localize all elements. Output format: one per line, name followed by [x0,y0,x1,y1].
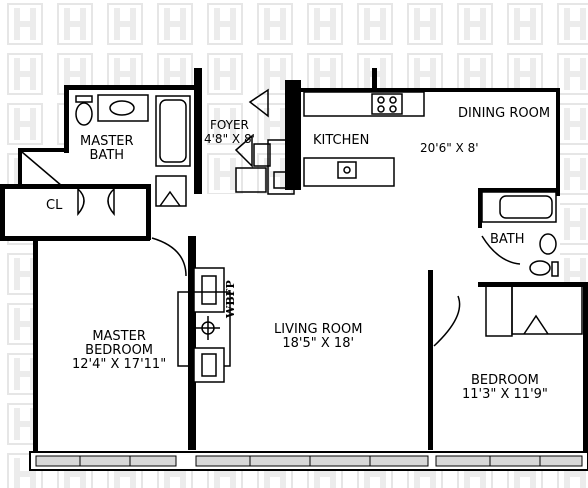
living-name: LIVING ROOM [274,322,363,337]
label-fireplace: WBFP [224,280,238,318]
label-living: LIVING ROOM 18'5" X 18' [274,323,362,351]
bedroom-door-swing [151,237,187,277]
bedroom-closet [433,285,583,347]
foyer-dim: 4'8" X 8' [204,132,255,146]
fireplace-name: WBFP [224,280,237,318]
foyer-name: FOYER [209,118,249,132]
label-bath: BATH [490,233,525,247]
fireplace [177,267,231,383]
label-master-bath: MASTER BATH [80,135,134,163]
label-bedroom: BEDROOM 11'3" X 11'9" [462,374,548,402]
label-dining-dim: 20'6" X 8' [420,141,479,155]
master-bath-line1: MASTER [80,134,134,149]
exterior-windows [29,451,588,471]
closet-doors [77,175,187,217]
master-bath-fixtures [21,94,191,187]
label-closet: CL [46,199,62,213]
dining-dim: 20'6" X 8' [420,141,479,155]
bedroom-dim: 11'3" X 11'9" [462,387,548,402]
bath-name: BATH [490,232,525,247]
walls [0,68,588,458]
bedroom-name: BEDROOM [471,373,539,388]
master-bath-line2: BATH [89,148,125,163]
kitchen-fixtures [303,91,425,187]
label-foyer: FOYER 4'8" X 8' [204,118,255,146]
foyer-fixtures [234,88,295,195]
label-master-bedroom: MASTER BEDROOM 12'4" X 17'11" [72,330,166,372]
master-bedroom-line2: BEDROOM [85,343,154,358]
master-bedroom-line1: MASTER [92,329,146,344]
bath-fixtures [481,191,559,277]
label-kitchen: KITCHEN [313,134,369,148]
closet-name: CL [46,198,63,213]
label-dining-name: DINING ROOM [458,107,550,121]
master-bedroom-dim: 12'4" X 17'11" [72,357,167,372]
kitchen-name: KITCHEN [313,133,370,148]
living-dim: 18'5" X 18' [282,336,355,351]
dining-name: DINING ROOM [458,106,551,121]
